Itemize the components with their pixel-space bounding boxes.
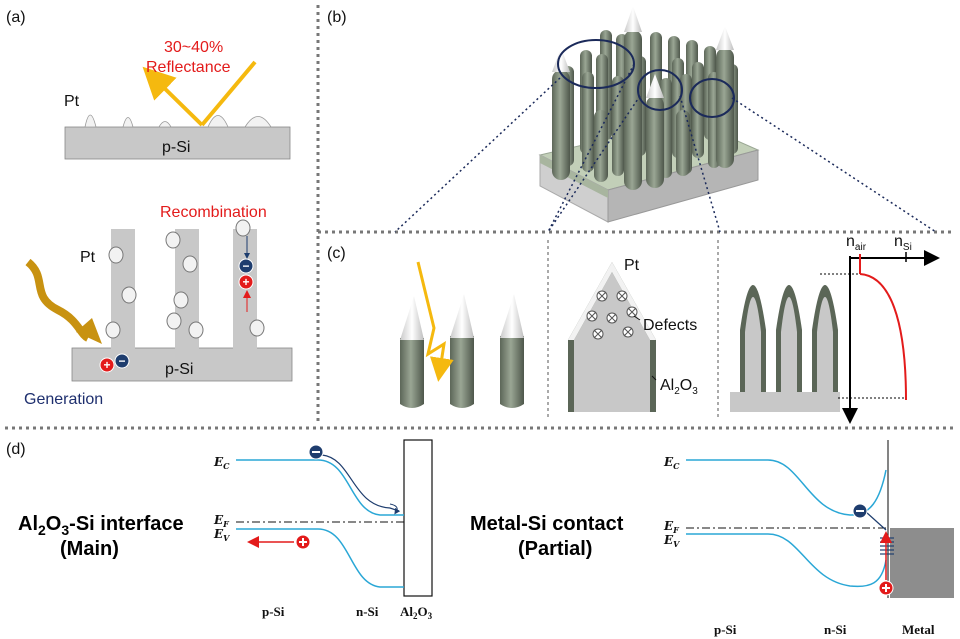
svg-text:+: + (242, 275, 249, 289)
generation-hole-icon: + (99, 357, 115, 373)
generation-electron-icon: − (114, 353, 130, 369)
right-electron-icon (852, 503, 868, 519)
n-air-label: nair (846, 233, 867, 253)
left-ec-label: EC (213, 455, 230, 471)
left-psi-label: p-Si (262, 604, 285, 619)
zoom-lines (394, 63, 937, 233)
graded-index-structure (730, 250, 940, 424)
panel-b-label: (b) (327, 9, 347, 26)
pt-label-nanowire: Pt (80, 249, 96, 266)
light-trapping-wires (400, 261, 524, 408)
psi-label-top: p-Si (162, 139, 190, 156)
left-title-line1: Al2O3-Si interface (18, 513, 184, 538)
left-electron-icon: Al (308, 444, 324, 460)
left-ef-label: EF (213, 513, 230, 529)
n-si-label: nSi (894, 233, 912, 253)
left-nsi-label: n-Si (356, 604, 379, 619)
svg-text:−: − (242, 259, 249, 273)
right-ec-label: EC (663, 455, 680, 471)
recombination-label: Recombination (160, 204, 267, 221)
panel-a-label: (a) (6, 9, 26, 26)
panel-c-label: (c) (327, 245, 346, 262)
panel-d-label: (d) (6, 441, 26, 458)
right-title-line2: (Partial) (518, 538, 592, 560)
right-hole-icon (878, 580, 894, 596)
nanowire-pt-si (71, 219, 293, 382)
reflectance-label: Reflectance (146, 59, 231, 76)
right-ef-label: EF (663, 519, 680, 535)
pt-label-c: Pt (624, 257, 640, 274)
absorbed-light-arrow (25, 258, 102, 344)
right-band-diagram (686, 440, 954, 598)
defects-label: Defects (643, 317, 697, 334)
right-title-line1: Metal-Si contact (470, 513, 624, 535)
panel-dividers (5, 5, 955, 430)
defects-cross-section (568, 262, 657, 412)
left-title-line2: (Main) (60, 538, 119, 560)
left-band-diagram (236, 439, 433, 597)
right-psi-label: p-Si (714, 622, 737, 637)
psi-label-nanowire: p-Si (165, 361, 193, 378)
pt-label-top: Pt (64, 93, 80, 110)
left-hole-icon (295, 534, 311, 550)
reflectance-percent: 30~40% (164, 39, 223, 56)
reflection-rays (142, 60, 257, 127)
left-al2o3-label: Al2O3 (400, 604, 433, 621)
svg-text:+: + (103, 358, 110, 372)
hole-icon: + (238, 274, 254, 290)
subpanel-dividers (547, 240, 719, 420)
al2o3-label-c: Al2O3 (660, 377, 698, 397)
metal-label: Metal (902, 622, 935, 637)
right-nsi-label: n-Si (824, 622, 847, 637)
planar-pt-si (64, 114, 291, 160)
left-ev-label: EV (213, 527, 230, 543)
generation-label: Generation (24, 391, 103, 408)
right-ev-label: EV (663, 533, 680, 549)
electron-icon: − (238, 258, 254, 274)
nanowire-array-3d (538, 6, 760, 223)
svg-text:−: − (118, 354, 125, 368)
